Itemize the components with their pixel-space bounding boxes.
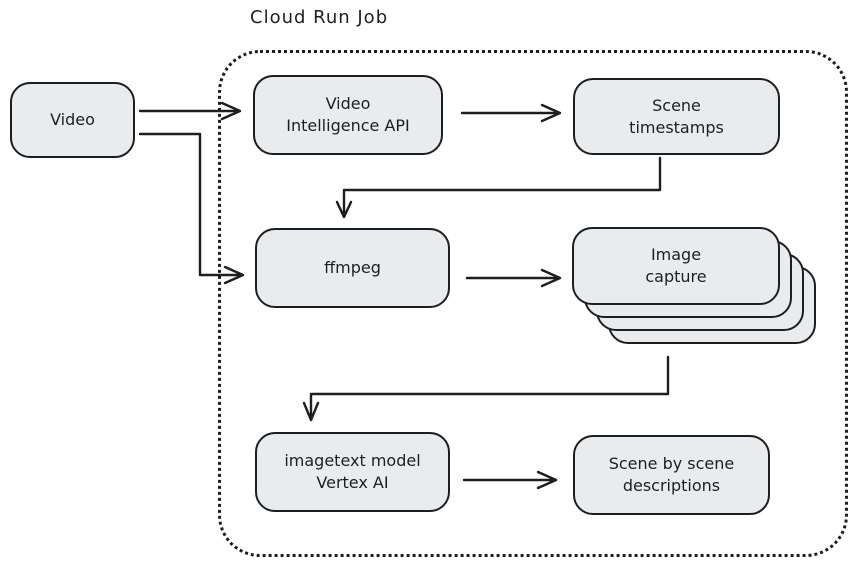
node-scene-descriptions-label-line1: Scene by scene xyxy=(608,454,735,473)
arrow-scene-timestamps-to-ffmpeg xyxy=(335,156,662,219)
node-image-capture-label-line2: capture xyxy=(645,267,707,286)
node-scene-timestamps: Scene timestamps xyxy=(573,78,780,155)
arrow-ffmpeg-to-image-capture xyxy=(465,268,562,288)
node-scene-timestamps-label-line2: timestamps xyxy=(629,117,724,137)
arrow-video-to-video-intelligence-api xyxy=(138,101,242,121)
node-image-capture: Image capture xyxy=(572,227,780,305)
node-image-capture-label-line1: Image xyxy=(650,245,702,264)
arrow-image-capture-to-imagetext-model xyxy=(302,355,670,422)
node-imagetext-model-label-line1: imagetext model xyxy=(284,451,421,470)
node-scene-timestamps-label-line1: Scene xyxy=(652,95,701,115)
node-video-label: Video xyxy=(50,110,95,129)
node-imagetext-model-vertex-ai: imagetext model Vertex AI xyxy=(255,432,450,512)
node-scene-by-scene-descriptions: Scene by scene descriptions xyxy=(573,435,770,515)
node-ffmpeg-label: ffmpeg xyxy=(324,258,381,277)
node-imagetext-model-label-line2: Vertex AI xyxy=(316,473,389,492)
node-scene-descriptions-label-line2: descriptions xyxy=(622,476,721,495)
node-video: Video xyxy=(10,82,135,158)
node-video-intelligence-api-label-line1: Video xyxy=(325,94,371,113)
node-video-intelligence-api: Video Intelligence API xyxy=(253,75,443,155)
arrow-video-intelligence-api-to-scene-timestamps xyxy=(460,103,562,123)
node-video-intelligence-api-label-line2: Intelligence API xyxy=(286,116,410,135)
arrow-video-to-ffmpeg xyxy=(138,132,245,285)
node-ffmpeg: ffmpeg xyxy=(255,228,450,308)
cloud-run-job-boundary xyxy=(218,50,848,557)
diagram-title: Cloud Run Job xyxy=(250,7,389,28)
arrow-imagetext-model-to-scene-descriptions xyxy=(462,470,558,490)
